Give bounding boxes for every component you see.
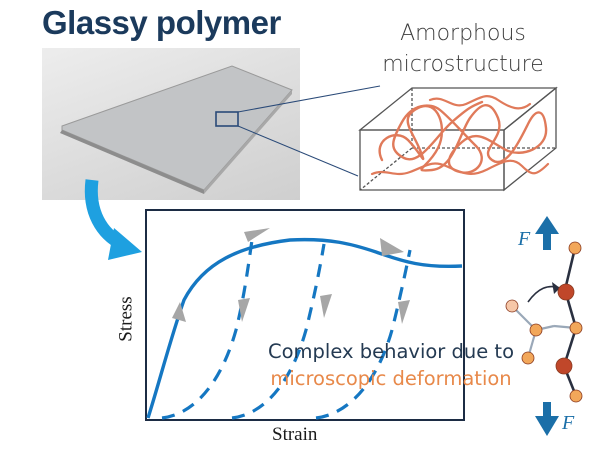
force-arrow-down-icon — [535, 402, 559, 436]
stress-strain-curve — [146, 237, 463, 419]
behavior-caption-line-2: microscopic deformation — [270, 367, 512, 390]
microstructure-box — [358, 86, 558, 192]
zoom-region-box — [215, 111, 239, 127]
x-axis-label: Strain — [272, 424, 318, 445]
y-axis-label: Stress — [115, 296, 137, 342]
force-arrow-up-icon — [535, 216, 559, 250]
microstructure-label: Amorphous microstructure — [358, 18, 568, 80]
chain-atoms — [505, 241, 583, 403]
stress-strain-chart-frame — [145, 209, 465, 421]
loading-direction-arrows — [172, 228, 410, 324]
behavior-caption-line-1: Complex behavior due to — [267, 340, 515, 363]
force-label-top: F — [518, 228, 531, 250]
behavior-caption: Complex behavior due to microscopic defo… — [246, 338, 536, 392]
polymer-chains — [378, 100, 548, 174]
force-label-bottom: F — [562, 412, 575, 434]
page-title: Glassy polymer — [42, 4, 281, 41]
zoom-line-top — [237, 85, 381, 113]
microstructure-label-line-1: Amorphous — [400, 21, 526, 46]
polymer-sheet — [60, 65, 293, 194]
microstructure-label-line-2: microstructure — [382, 52, 544, 77]
zoom-line-bottom — [237, 125, 359, 177]
curved-arrow-icon — [84, 179, 142, 260]
unloading-curves — [161, 239, 412, 420]
